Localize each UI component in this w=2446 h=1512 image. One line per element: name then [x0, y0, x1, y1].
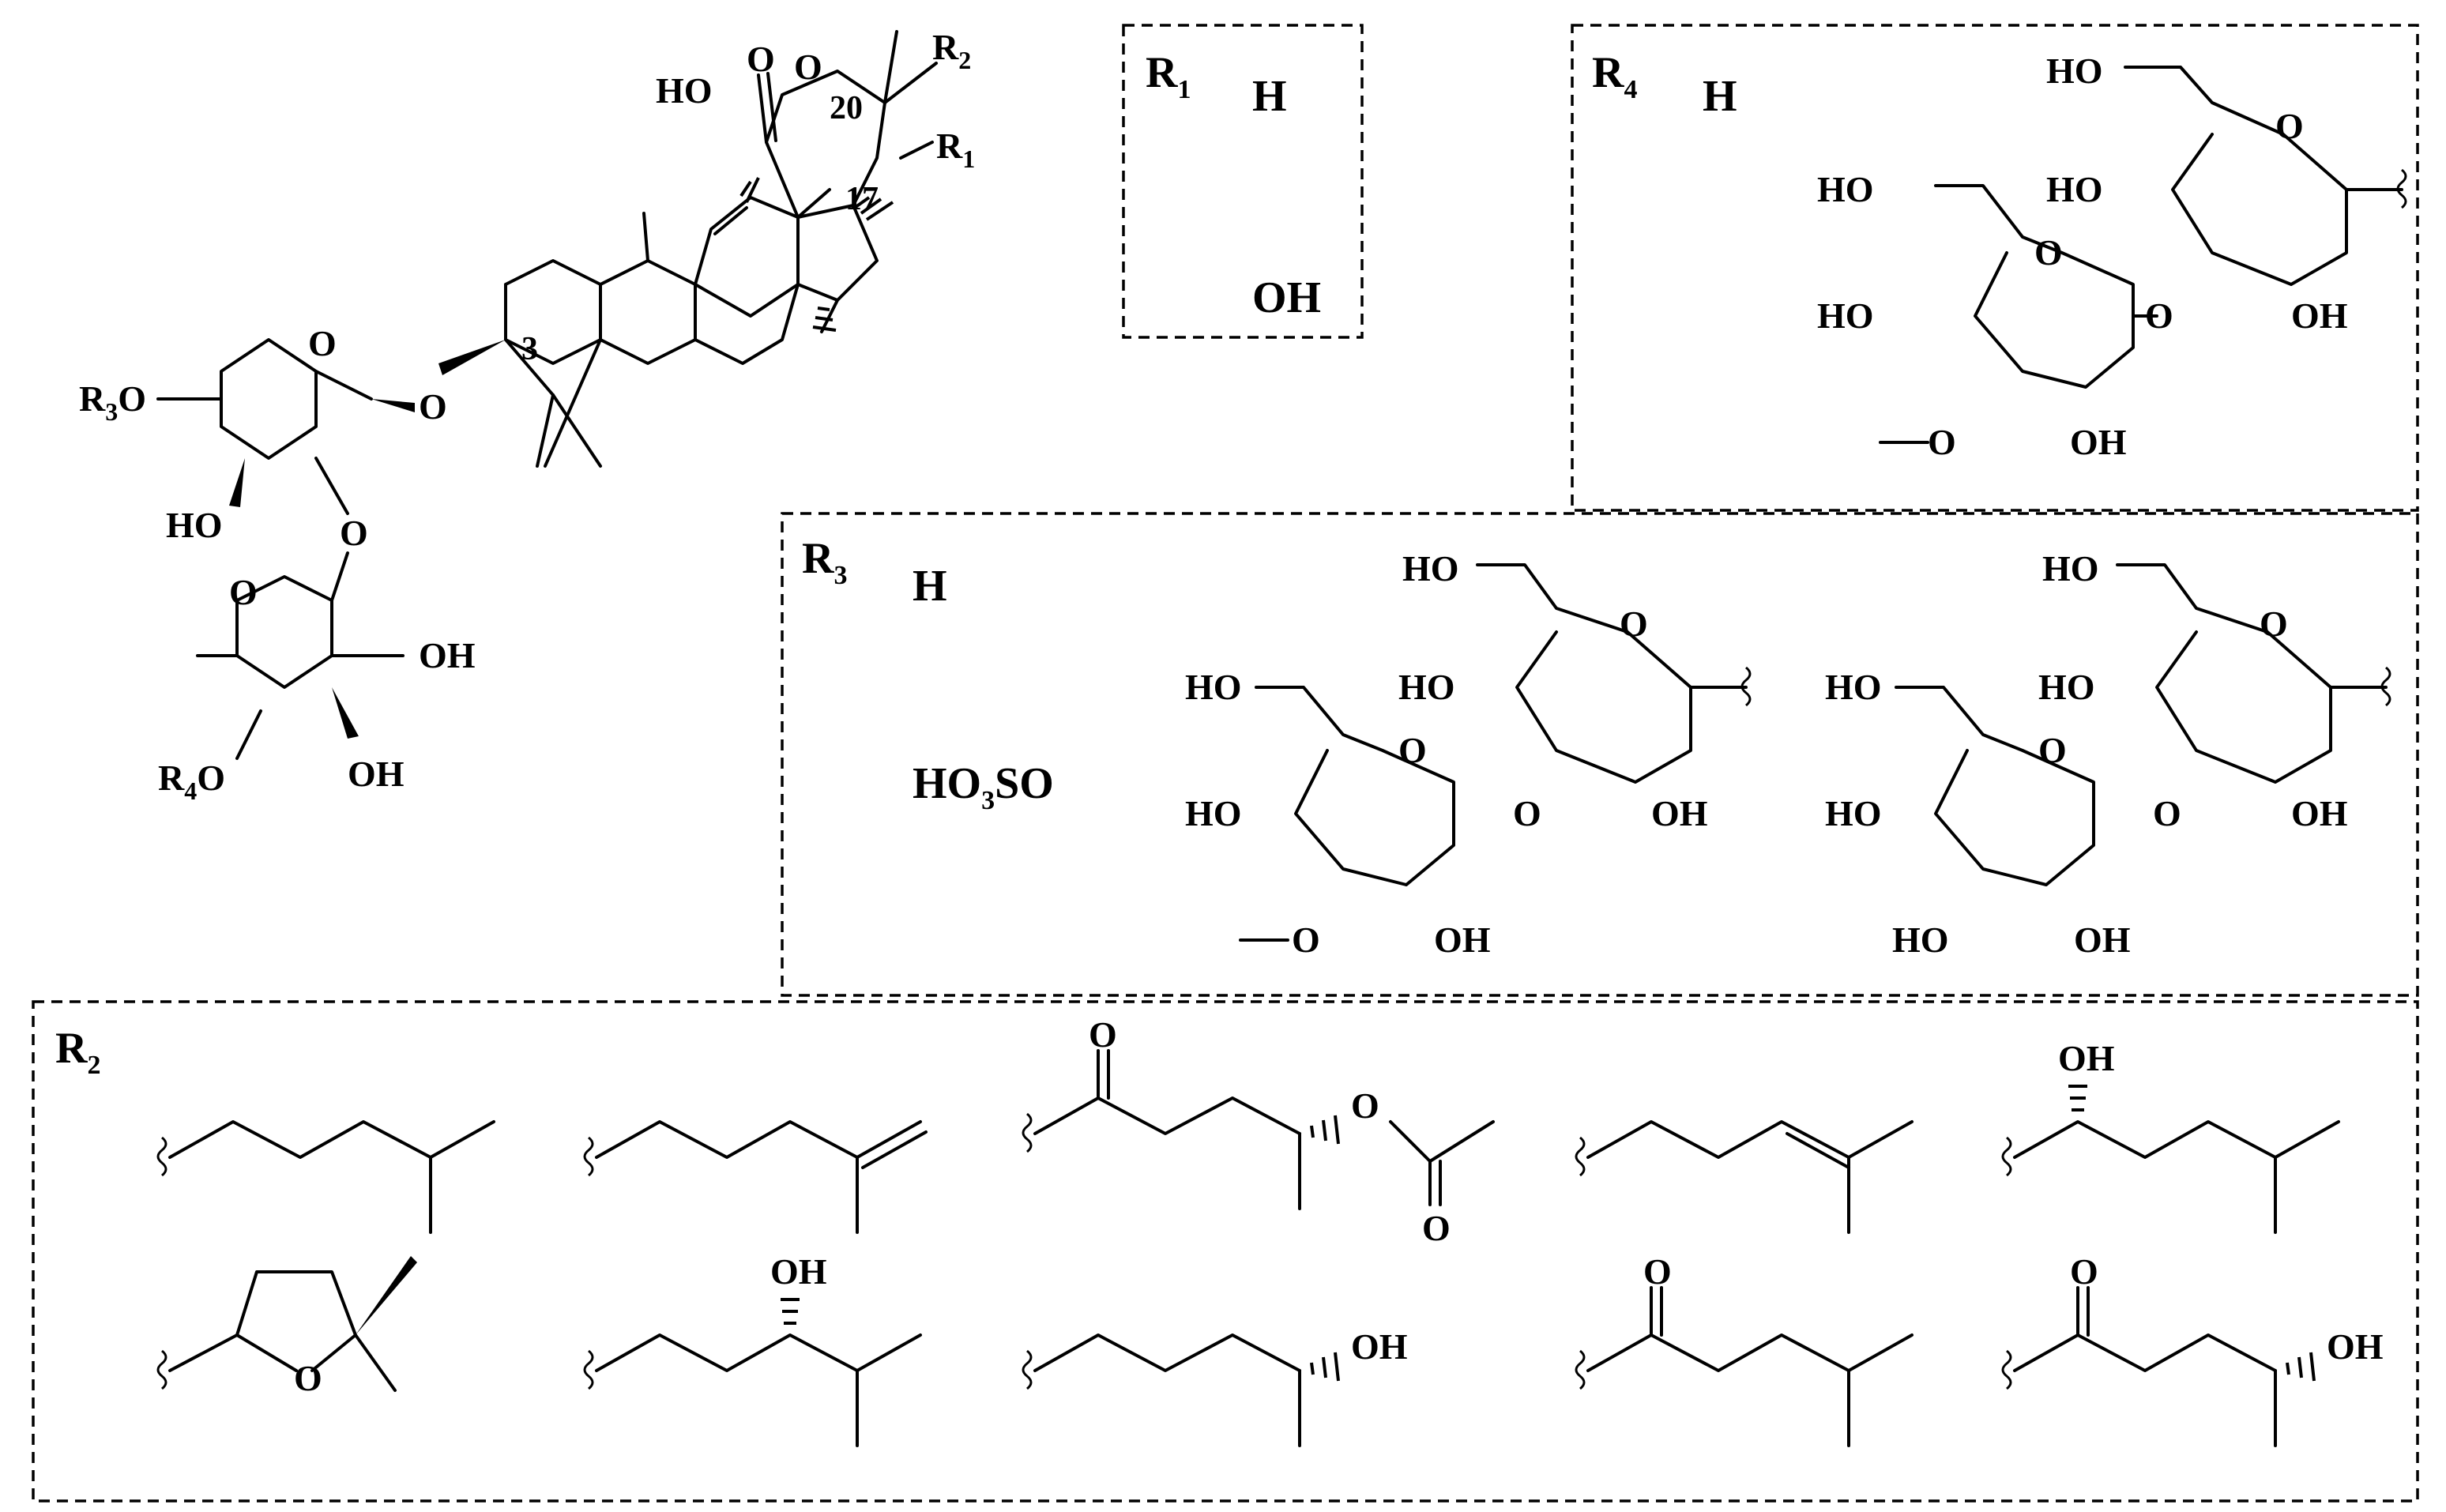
r4-option-h: H: [1703, 72, 1737, 121]
c20-numbering: 20: [830, 90, 863, 126]
r3a-oh-right: OH: [1651, 793, 1708, 833]
r3b-ring-o-bottom: O: [2038, 730, 2067, 770]
r4-link-o: O: [2145, 295, 2173, 336]
r4-ome-o: O: [1928, 422, 1956, 462]
r3b-ho-bottom: HO: [1892, 920, 1949, 960]
r2-chain-6: O: [156, 1256, 417, 1398]
r3a-ring-o-bottom: O: [1398, 730, 1427, 770]
r2-chain-10: O OH: [2001, 1251, 2384, 1447]
r3-box-title: R3: [802, 534, 847, 590]
r2-c8-oh: OH: [1351, 1326, 1408, 1367]
quinovose-unit: O OH OH R4O: [158, 551, 476, 805]
r4o-label: R4O: [158, 758, 225, 805]
r3b-ho-left-top: HO: [1825, 667, 1882, 707]
r4-substituent-box: R4 H HO O HO HO O O HO OH O OH: [1571, 24, 2419, 512]
r1-option-oh: OH: [1252, 273, 1321, 322]
r2-chain-2: [583, 1120, 928, 1234]
r3-disaccharide-b: HO O HO HO O O HO OH HO OH: [1825, 548, 2391, 960]
r2-substituent-box: R2 O O O: [32, 1000, 2419, 1503]
xylose-o2-label: O: [340, 513, 368, 553]
r2-c6-o: O: [294, 1358, 322, 1398]
r4-oh-bottom: OH: [2070, 422, 2127, 462]
r4-disaccharide: HO O HO HO O O HO OH O OH: [1817, 51, 2407, 462]
r3-option-sulfate: HO3SO: [913, 759, 1054, 815]
r2-chain-4: [1575, 1120, 1914, 1234]
r3-substituent-box: R3 H HO3SO HO O HO HO O O HO OH O OH HO: [781, 512, 2419, 997]
r3-disaccharide-a: HO O HO HO O O HO OH O OH: [1185, 548, 1752, 960]
r2-c5-oh: OH: [2058, 1038, 2115, 1078]
r3a-link-o: O: [1513, 793, 1541, 833]
r3b-ring-o-top: O: [2260, 604, 2288, 644]
r4-oh-right: OH: [2291, 295, 2348, 336]
r2-chain-8: OH: [1022, 1326, 1408, 1447]
r2-c10-oh: OH: [2327, 1326, 2384, 1367]
lactone-ring-o-label: O: [794, 47, 822, 87]
r1-attachment-label: R1: [936, 126, 975, 173]
r2-chain-5: OH: [2001, 1038, 2340, 1234]
r4-ring-o-bottom: O: [2034, 232, 2063, 273]
r1-option-h: H: [1252, 72, 1287, 121]
r2-c3-o-ester: O: [1351, 1085, 1379, 1126]
r2-c9-o: O: [1643, 1251, 1672, 1292]
r3a-ho-lower: HO: [1185, 793, 1242, 833]
quinovose-ring-o-label: O: [229, 572, 258, 612]
r3a-ring-o-top: O: [1620, 604, 1648, 644]
r3b-ho-lower: HO: [1825, 793, 1882, 833]
r3b-link-o: O: [2153, 793, 2181, 833]
r2-chain-9: O: [1575, 1251, 1914, 1447]
r3a-ho-left-top: HO: [1185, 667, 1242, 707]
r3a-ho-mid: HO: [1398, 667, 1455, 707]
r4-ho-top: HO: [2046, 51, 2103, 91]
r3-option-h: H: [913, 562, 947, 611]
xylose-unit: O O R3O HO O: [79, 323, 447, 553]
r4-ho-mid: HO: [2046, 169, 2103, 209]
c3-numbering: 3: [521, 331, 538, 367]
r2-attachment-label: R2: [932, 27, 971, 74]
r1-box-title: R1: [1146, 48, 1191, 104]
lactone-carbonyl-o-label: O: [747, 39, 775, 79]
r3a-ome-o: O: [1292, 920, 1320, 960]
r2-chain-1: [156, 1120, 495, 1234]
r2-box-title: R2: [55, 1024, 100, 1080]
r3b-ho-top: HO: [2042, 548, 2099, 589]
r3o-label: R3O: [79, 378, 146, 426]
c12-hydroxyl-label: HO: [656, 70, 713, 111]
r4-ho-lower: HO: [1817, 295, 1874, 336]
quinovose-oh-b-label: OH: [348, 754, 405, 794]
r2-c3-o-top: O: [1089, 1014, 1117, 1055]
r2-c7-oh: OH: [770, 1251, 827, 1292]
r2-c3-o-bottom: O: [1422, 1208, 1451, 1248]
xylose-ring-o-label: O: [308, 323, 337, 363]
r3b-oh-right: OH: [2291, 793, 2348, 833]
r3b-oh-bottom: OH: [2074, 920, 2131, 960]
r4-box-title: R4: [1592, 48, 1637, 104]
r1-substituent-box: R1 H OH: [1122, 24, 1364, 339]
aglycone-core: 3 17 20 HO O O R2 R1: [438, 27, 975, 468]
r4-ring-o-top: O: [2275, 106, 2304, 146]
glycosidic-o-label: O: [419, 386, 447, 427]
r3b-ho-mid: HO: [2038, 667, 2095, 707]
c17-numbering: 17: [845, 181, 879, 217]
r2-chain-3: O O O: [1022, 1014, 1495, 1248]
r4-ho-left-top: HO: [1817, 169, 1874, 209]
xylose-hydroxyl-label: HO: [166, 505, 223, 545]
r3a-ho-top: HO: [1402, 548, 1459, 589]
r2-c10-o: O: [2070, 1251, 2098, 1292]
r3a-oh-bottom: OH: [1434, 920, 1491, 960]
r2-chain-7: OH: [583, 1251, 922, 1447]
quinovose-oh-a-label: OH: [419, 635, 476, 675]
